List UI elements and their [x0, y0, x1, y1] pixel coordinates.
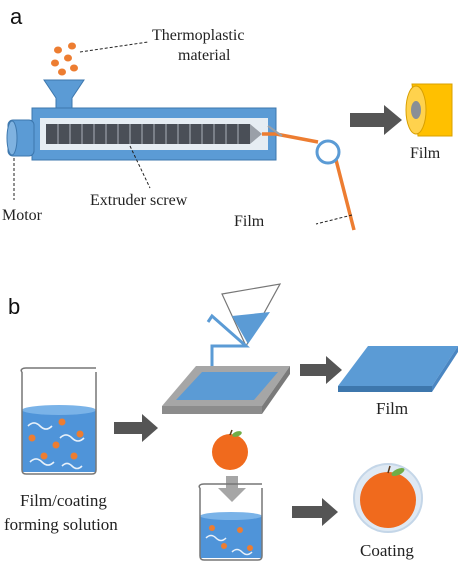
arrow-icon [292, 498, 338, 526]
pellet-leader-line [79, 41, 149, 53]
pellets-icon [51, 42, 78, 76]
motor-label: Motor [2, 207, 43, 224]
casting-plate-icon [162, 366, 290, 414]
coated-orange-icon [353, 463, 423, 533]
arrow-icon [114, 414, 158, 442]
coating-label: Coating [360, 541, 414, 560]
panel-a-letter: a [10, 4, 23, 29]
die-cone [267, 125, 283, 137]
cone-pour-icon [206, 283, 282, 372]
extruder-screw-label: Extruder screw [90, 192, 188, 209]
film-b-label: Film [376, 399, 408, 418]
screw-icon [46, 124, 262, 144]
arrow-icon [300, 356, 342, 384]
panel-b-letter: b [8, 294, 20, 319]
thermoplastic-label-line1: Thermoplastic [152, 27, 244, 44]
arrow-icon [350, 105, 402, 135]
screw-leader-line [129, 145, 151, 189]
solution-label-line1: Film/coating [20, 491, 107, 510]
orange-icon [212, 429, 248, 470]
beaker-icon [198, 483, 263, 561]
film-leader-line [315, 214, 353, 225]
film-roll-icon [405, 83, 453, 137]
film-sheet-icon [338, 346, 458, 392]
hopper-icon [43, 79, 85, 111]
film-under-label: Film [234, 213, 265, 230]
solution-label-line2: forming solution [4, 515, 118, 534]
thermoplastic-label-line2: material [178, 47, 231, 64]
film-product-label: Film [410, 145, 441, 162]
motor-icon [6, 119, 35, 157]
extruded-film-path [262, 132, 356, 231]
roller-icon [315, 139, 341, 165]
arrow-icon [218, 476, 246, 502]
beaker-icon [20, 367, 97, 475]
